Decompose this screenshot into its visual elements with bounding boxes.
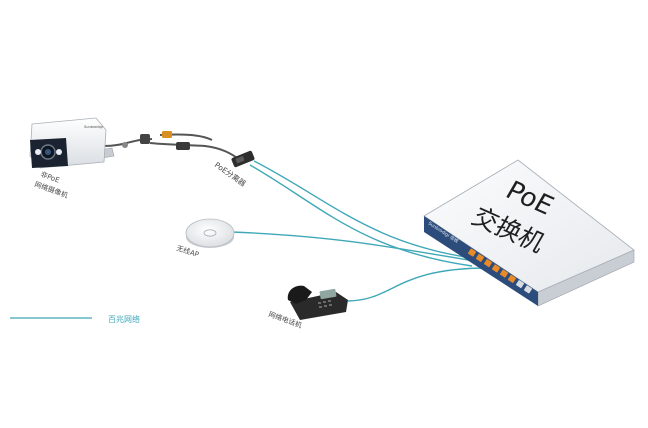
legend: 百兆网络 xyxy=(10,314,140,324)
cable-clip xyxy=(122,142,128,148)
switch-port xyxy=(523,285,533,294)
link-splitter-to-switch-2 xyxy=(253,160,479,260)
connector-yellow xyxy=(162,131,172,138)
link-splitter-to-switch xyxy=(249,164,473,267)
phone-keypad xyxy=(318,300,332,308)
switch-ports xyxy=(467,248,533,294)
camera-ir-led-left xyxy=(35,149,41,155)
camera-brand: Sunbrodigi xyxy=(84,125,103,129)
poe-splitter-device xyxy=(231,150,255,168)
switch-port xyxy=(499,269,509,278)
connector-1 xyxy=(140,134,150,144)
phone-display xyxy=(319,288,337,300)
phone-handset xyxy=(287,285,312,304)
switch-port xyxy=(483,259,493,268)
switch-port xyxy=(507,274,517,283)
switch-port xyxy=(515,280,525,289)
legend-label: 百兆网络 xyxy=(108,314,140,324)
camera-device: Sunbrodigi xyxy=(29,117,115,169)
switch-port xyxy=(467,248,477,257)
poe-switch-device: Sunbrodigi 信锐 PoE 交换机 xyxy=(423,159,635,307)
link-phone-to-switch xyxy=(347,267,489,302)
camera-cable xyxy=(103,131,241,161)
link-ap-to-switch xyxy=(231,231,481,263)
switch-top xyxy=(423,159,635,293)
switch-port xyxy=(475,253,485,262)
ip-phone-device xyxy=(287,285,348,320)
camera-ir-led-right xyxy=(56,149,62,155)
access-point-device xyxy=(185,218,235,248)
network-links xyxy=(231,160,489,302)
camera-label-line2: 网络摄像机 xyxy=(33,179,69,199)
connector-2 xyxy=(176,142,190,150)
switch-port xyxy=(491,264,501,273)
